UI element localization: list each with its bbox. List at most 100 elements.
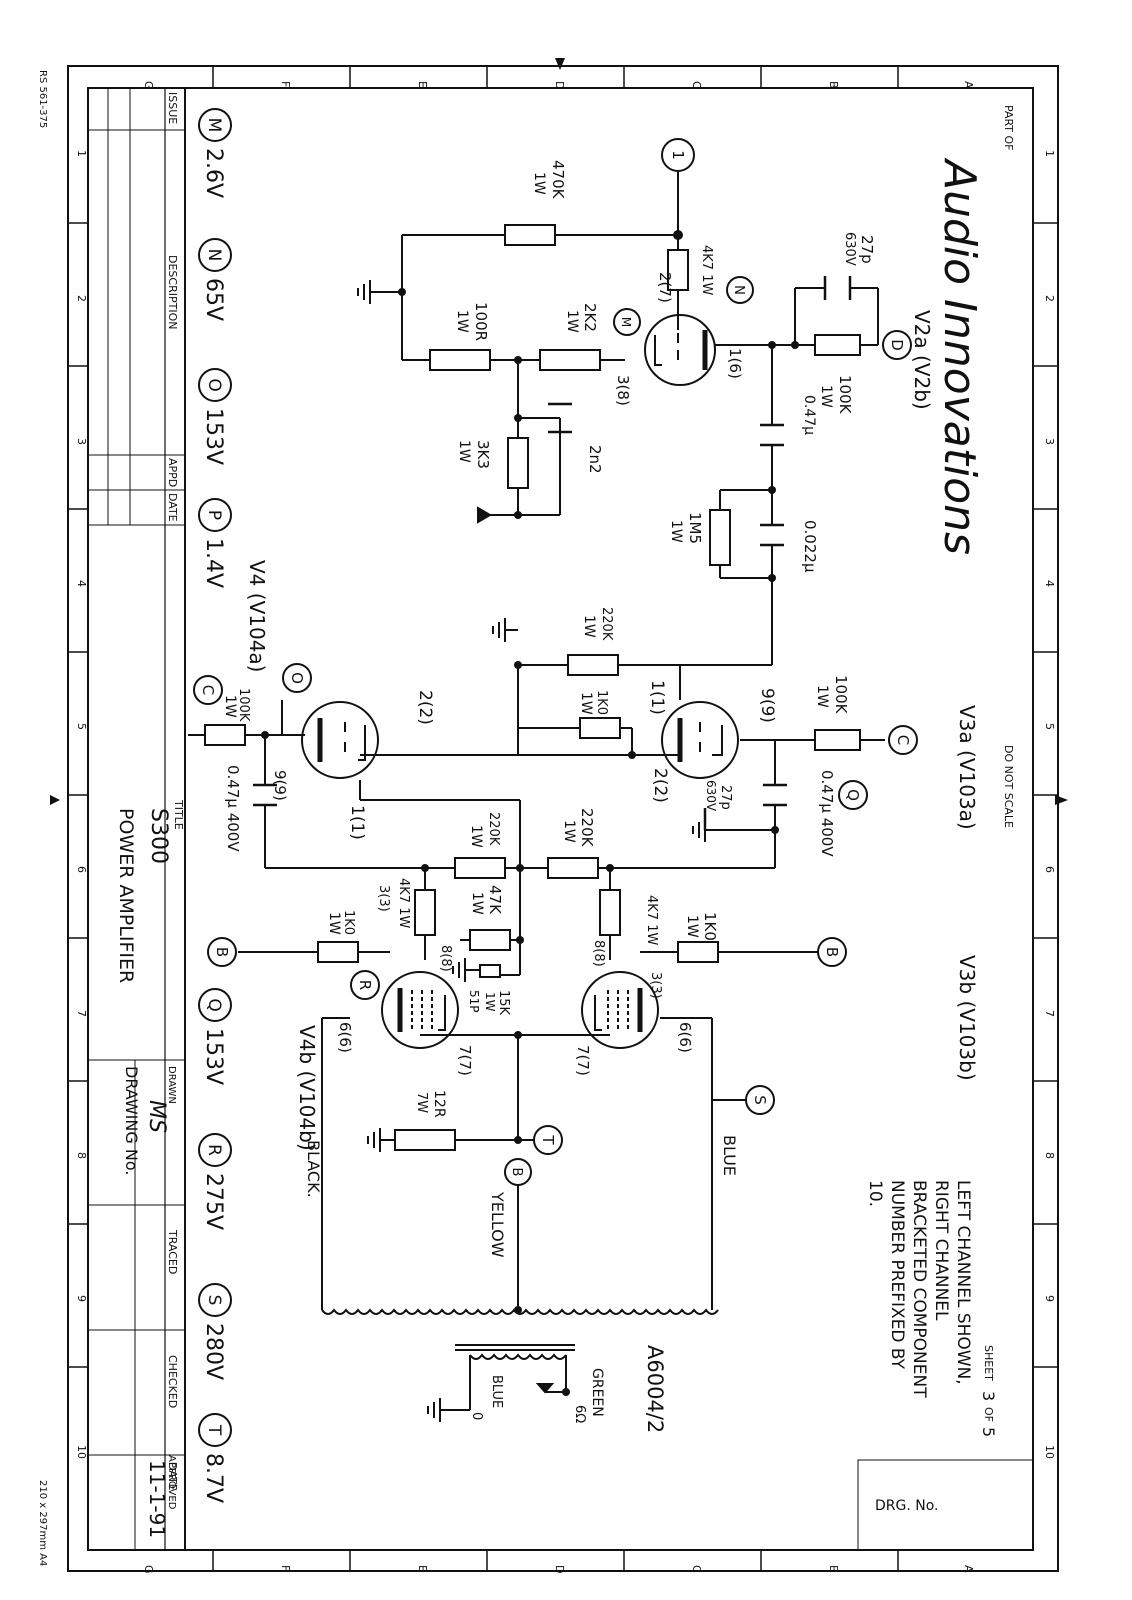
resistor-1k0-left (317, 941, 359, 963)
svg-text:6Ω: 6Ω (572, 1405, 587, 1423)
svg-text:1W: 1W (456, 440, 472, 463)
svg-text:0.47µ: 0.47µ (801, 395, 817, 435)
svg-text:27p: 27p (718, 785, 733, 810)
part-of-label: PART OF (1002, 105, 1015, 151)
drawing-no-label: DRAWING No. (122, 1066, 141, 1175)
svg-text:6(6): 6(6) (336, 1022, 354, 1053)
svg-text:8(8): 8(8) (591, 940, 606, 967)
voltage-tag: Q (204, 998, 224, 1011)
resistor-470k (504, 224, 556, 246)
row-letter: B (827, 1565, 840, 1573)
svg-text:0.022µ: 0.022µ (801, 520, 819, 573)
voltage-value: 2.6V (201, 148, 226, 198)
node-o: O (288, 672, 306, 684)
row-letter: C (690, 1565, 703, 1573)
svg-text:5: 5 (979, 1427, 998, 1437)
svg-text:3: 3 (979, 1391, 998, 1401)
node-t: T (539, 1134, 557, 1145)
title-line-1: S300 (146, 808, 171, 864)
drawing-frame (50, 58, 1068, 1572)
svg-text:1W: 1W (818, 385, 834, 408)
ground-icon (367, 1128, 381, 1152)
svg-text:0: 0 (469, 1412, 484, 1420)
tube-v4a-icon (301, 701, 379, 779)
resistor-1k0-a (579, 717, 621, 739)
node-r: R (356, 980, 374, 990)
svg-text:9(9): 9(9) (271, 770, 289, 801)
junction-dots (261, 230, 799, 1396)
svg-text:3K3: 3K3 (474, 440, 492, 469)
test-node-labels: 1 D N M O C C Q B B R S T B (199, 150, 912, 1176)
svg-text:12R: 12R (431, 1090, 447, 1118)
issue-label: ISSUE (166, 92, 179, 124)
voltage-tag: M (204, 118, 224, 133)
voltage-entry-t: T8.7V (198, 1413, 232, 1503)
svg-text:1W: 1W (469, 892, 485, 915)
svg-text:47K: 47K (486, 885, 504, 915)
voltage-value: 280V (201, 1323, 226, 1380)
svg-text:630V: 630V (704, 780, 718, 812)
appd-label: APPD (166, 458, 179, 487)
svg-text:1W: 1W (814, 685, 830, 708)
node-q: Q (844, 789, 862, 801)
wire-labels: BLACK. BLUE YELLOW GREEN BLUE 6Ω 0 A6004… (304, 1135, 739, 1433)
note-line-1: LEFT CHANNEL SHOWN, (953, 1180, 973, 1385)
svg-text:2K2: 2K2 (581, 303, 599, 332)
description-label: DESCRIPTION (166, 255, 179, 329)
column-number: 5 (1043, 723, 1056, 730)
column-number: 3 (75, 438, 88, 445)
voltage-value: 275V (201, 1173, 226, 1230)
title-label: TITLE (172, 799, 185, 830)
column-number: 10 (75, 1445, 88, 1459)
svg-text:GREEN: GREEN (589, 1368, 605, 1417)
svg-text:8(8): 8(8) (438, 945, 453, 972)
resistor-1m5 (709, 509, 731, 566)
ground-icon (452, 958, 466, 982)
resistor-220k-b (454, 857, 506, 879)
date-label-bottom: DATE (166, 1462, 179, 1491)
column-number: 6 (1043, 866, 1056, 873)
svg-text:1W: 1W (581, 615, 597, 638)
ground-icon (492, 618, 506, 642)
voltage-value: 8.7V (201, 1453, 226, 1503)
svg-text:BLACK.: BLACK. (304, 1140, 323, 1198)
svg-text:470K: 470K (549, 160, 567, 200)
traced-label: TRACED (166, 1229, 179, 1274)
column-number: 7 (75, 1010, 88, 1017)
svg-text:100K: 100K (836, 375, 854, 415)
svg-text:220K: 220K (599, 607, 614, 641)
company-signature: Audio Innovations (934, 157, 985, 555)
row-letter: G (142, 1565, 155, 1574)
svg-text:100K: 100K (236, 688, 251, 722)
row-letter: G (142, 81, 155, 90)
svg-text:51P: 51P (467, 990, 481, 1013)
voltage-tag: N (204, 249, 224, 262)
row-letter: B (827, 81, 840, 89)
column-number: 4 (75, 580, 88, 587)
form-number: RS 561-375 (37, 70, 48, 128)
svg-text:7W: 7W (414, 1092, 429, 1113)
resistor-15k (479, 964, 501, 978)
svg-text:0.47µ 400V: 0.47µ 400V (224, 765, 242, 852)
svg-text:4K7 1W: 4K7 1W (699, 245, 714, 295)
test-nodes (193, 138, 918, 1186)
column-number: 9 (1043, 1295, 1056, 1302)
date-value: 11-1-91 (145, 1460, 169, 1538)
ground-symbols (357, 280, 706, 1422)
svg-text:1M5: 1M5 (686, 512, 704, 544)
paper-size-label: 210 x 297mm A4 (37, 1480, 48, 1566)
resistor-100k-top (814, 334, 861, 356)
svg-text:1W: 1W (222, 695, 238, 718)
row-letter: C (690, 81, 703, 89)
svg-text:7(7): 7(7) (456, 1045, 474, 1076)
svg-text:BLUE: BLUE (489, 1375, 504, 1408)
svg-text:1K0: 1K0 (341, 910, 356, 935)
column-number: 2 (1043, 295, 1056, 302)
frame-labels: PART OF DO NOT SCALE RS 561-375 210 x 29… (37, 70, 1015, 1566)
column-number: 1 (1043, 150, 1056, 157)
note-line-4: NUMBER PREFIXED BY (887, 1180, 907, 1370)
svg-text:1W: 1W (468, 825, 484, 848)
